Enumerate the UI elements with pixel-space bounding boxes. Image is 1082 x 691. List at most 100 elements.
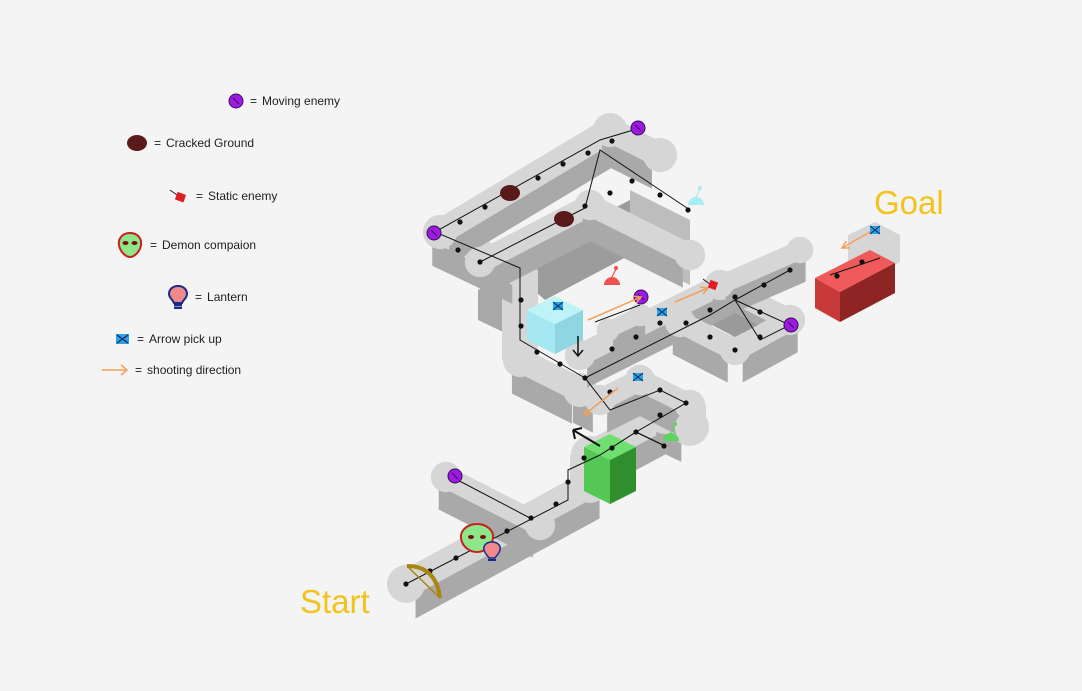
path-dot [518, 297, 524, 303]
moving-enemy-icon [783, 317, 799, 333]
static-enemy-icon [702, 278, 719, 291]
floor-joint [596, 318, 620, 342]
shooting-direction-icon [102, 364, 129, 376]
static-turret-icon [604, 266, 620, 285]
path-segment [584, 377, 688, 447]
legend-label: Static enemy [208, 189, 278, 203]
path-dot [477, 259, 483, 265]
legend-cracked-ground: = Cracked Ground [126, 133, 254, 153]
path-segment [479, 149, 691, 263]
legend-moving-enemy: = Moving enemy [228, 93, 340, 109]
direction-arrow-icon [572, 336, 584, 358]
lantern-icon [167, 284, 189, 309]
path-dot [482, 204, 488, 210]
path-dot [707, 334, 713, 340]
static-enemy-icon [169, 189, 187, 203]
path-dot [581, 455, 587, 461]
wall-side [742, 328, 798, 383]
path-dot [757, 309, 763, 315]
path-dot [707, 307, 713, 313]
wall-side [449, 139, 620, 266]
goal-top [815, 250, 895, 292]
level-items [406, 120, 881, 599]
path-dot [453, 555, 459, 561]
path-dot [535, 175, 541, 181]
legend-equals: = [135, 363, 143, 377]
legend-label: shooting direction [147, 363, 242, 377]
cracked-ground-icon [127, 135, 147, 151]
moving-enemy-icon [447, 468, 463, 484]
path-segment [433, 127, 641, 379]
legend-label: Cracked Ground [166, 136, 255, 150]
path-segment [829, 257, 881, 276]
floor-joint [674, 411, 706, 443]
legend-arrow-pickup: = Arrow pick up [115, 332, 222, 346]
path-dot [560, 161, 566, 167]
legend-equals: = [137, 332, 145, 346]
path-dot [455, 247, 461, 253]
moving-enemy-icon [630, 120, 646, 136]
shooting-direction-icon [674, 286, 710, 303]
cracked-ground-icon [500, 185, 520, 201]
legend-equals: = [196, 189, 204, 203]
wall-side [511, 369, 572, 424]
legend-static-enemy: = Static enemy [168, 187, 277, 205]
legend-label: Arrow pick up [149, 332, 222, 346]
path-dot [518, 323, 524, 329]
green-block-right [610, 447, 636, 504]
wall-side [487, 213, 598, 295]
lantern-icon [483, 541, 501, 561]
legend-equals: = [150, 238, 158, 252]
path-dot [657, 387, 663, 393]
path-dot [528, 515, 534, 521]
floor-joint [674, 239, 706, 271]
floor-tile [430, 120, 620, 242]
path-dot [585, 150, 591, 156]
direction-arrow-icon [572, 427, 601, 447]
path-dot [504, 528, 510, 534]
arrow-pickup-icon [632, 372, 644, 382]
legend-equals: = [250, 94, 258, 108]
legend-label: Moving enemy [262, 94, 341, 108]
path-dot [683, 400, 689, 406]
cracked-ground-icon [554, 211, 574, 227]
floor-joint [706, 271, 734, 299]
demon-companion-icon [117, 231, 143, 259]
floor-joint [786, 236, 814, 264]
arrow-pickup-icon [552, 301, 564, 311]
shooting-direction-icon [582, 387, 619, 416]
path-dot [557, 361, 563, 367]
path-dot [553, 501, 559, 507]
goal-label: Goal [874, 184, 944, 221]
path-dot [565, 479, 571, 485]
path-dot [609, 346, 615, 352]
path-dot [859, 259, 865, 265]
legend-label: Lantern [207, 290, 248, 304]
path-dot [607, 190, 613, 196]
level-blocks [527, 222, 900, 504]
wall-side [613, 321, 646, 361]
legend-lantern: = Lantern [167, 284, 248, 310]
path-dot [657, 192, 663, 198]
path-dot [834, 273, 840, 279]
goal-left [815, 278, 840, 322]
floor-joint [592, 112, 628, 148]
path-dot [633, 429, 639, 435]
goal-right [840, 263, 895, 322]
shooting-direction-icon [587, 295, 643, 321]
path-dot [534, 349, 540, 355]
wall-side [438, 485, 533, 558]
green-block-left [584, 447, 610, 504]
path-dot [609, 445, 615, 451]
arrow-pickup-icon [656, 307, 668, 317]
ice-turret-icon [688, 186, 704, 205]
arrow-pickup-icon [116, 334, 129, 344]
wall-side [582, 213, 683, 288]
arrow-pickup-icon [869, 225, 881, 235]
path-dot [457, 219, 463, 225]
path-dot [761, 282, 767, 288]
floor-joint [628, 303, 652, 327]
floor-joint [564, 339, 596, 371]
path-dot [633, 334, 639, 340]
